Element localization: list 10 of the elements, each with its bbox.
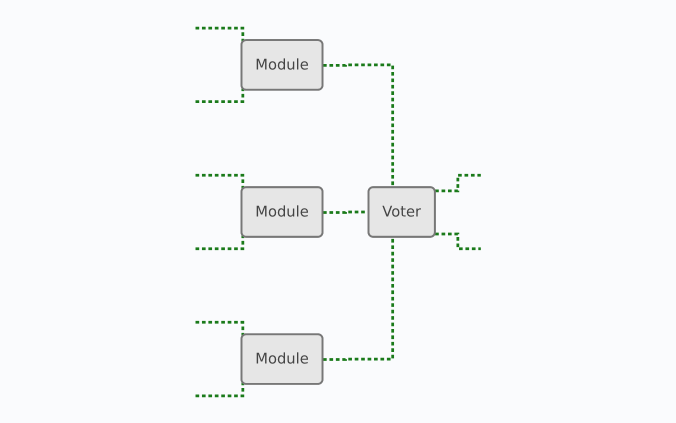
connector bbox=[195, 234, 244, 250]
connector bbox=[195, 173, 244, 189]
connector bbox=[322, 63, 394, 188]
connector bbox=[195, 88, 244, 103]
connector bbox=[195, 320, 244, 336]
connector bbox=[434, 232, 482, 250]
connector bbox=[322, 236, 394, 360]
connector bbox=[195, 382, 244, 397]
connector bbox=[195, 26, 244, 42]
connector bbox=[434, 173, 482, 192]
